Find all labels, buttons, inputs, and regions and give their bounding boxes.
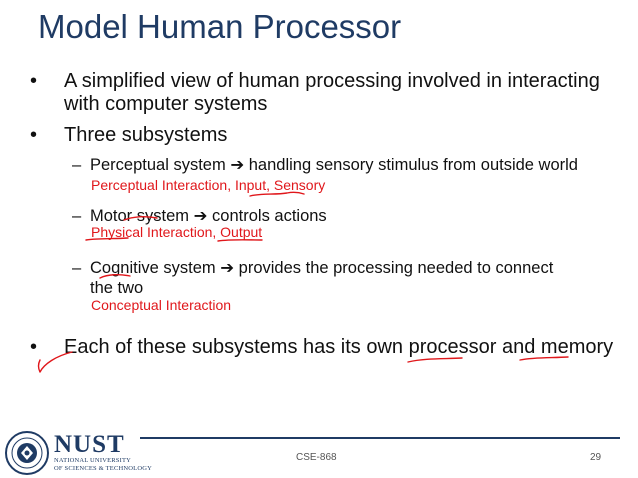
dash-symbol: – (72, 259, 82, 277)
annotation-note: Conceptual Interaction (91, 297, 232, 313)
bullet-symbol: • (30, 124, 38, 146)
dash-symbol: – (72, 156, 82, 174)
annotation-note: Perceptual Interaction, Input, Sensory (91, 177, 326, 193)
university-logo-text: NUST NATIONAL UNIVERSITY OF SCIENCES & T… (54, 432, 152, 473)
bullet-symbol: • (30, 70, 38, 92)
subsystem-desc: controls actions (212, 207, 327, 225)
subsystem-name: Motor system (90, 207, 190, 225)
course-code: CSE-868 (296, 452, 337, 463)
annotation-note: Physical Interaction, Output (91, 224, 263, 240)
subsystem-desc: handling sensory stimulus from outside w… (248, 156, 578, 174)
footer-divider (140, 437, 620, 439)
logo-subtitle-line: NATIONAL UNIVERSITY (54, 457, 132, 464)
slide-title: Model Human Processor (38, 8, 402, 45)
arrow-right-icon: ➔ (220, 258, 235, 277)
subsystem-name: Cognitive system (90, 259, 216, 277)
subsystem-desc: provides the processing needed to connec… (90, 259, 554, 297)
subsystem-text: Perceptual system ➔ handling sensory sti… (90, 155, 578, 175)
logo-subtitle-line: OF SCIENCES & TECHNOLOGY (54, 465, 153, 472)
bullet-symbol: • (30, 336, 38, 358)
university-crest-icon (5, 431, 49, 475)
bullet-text: Three subsystems (64, 124, 228, 146)
arrow-right-icon: ➔ (193, 206, 208, 225)
subsystem-name: Perceptual system (90, 156, 226, 174)
subsystem-text: Cognitive system ➔ provides the processi… (90, 258, 560, 298)
bullet-text: A simplified view of human processing in… (64, 70, 600, 115)
dash-symbol: – (72, 207, 82, 225)
page-number: 29 (590, 452, 602, 463)
logo-name: NUST (54, 431, 125, 458)
arrow-right-icon: ➔ (230, 155, 245, 174)
bullet-text: Each of these subsystems has its own pro… (64, 336, 614, 358)
subsystem-text: Motor system ➔ controls actions (90, 206, 560, 226)
